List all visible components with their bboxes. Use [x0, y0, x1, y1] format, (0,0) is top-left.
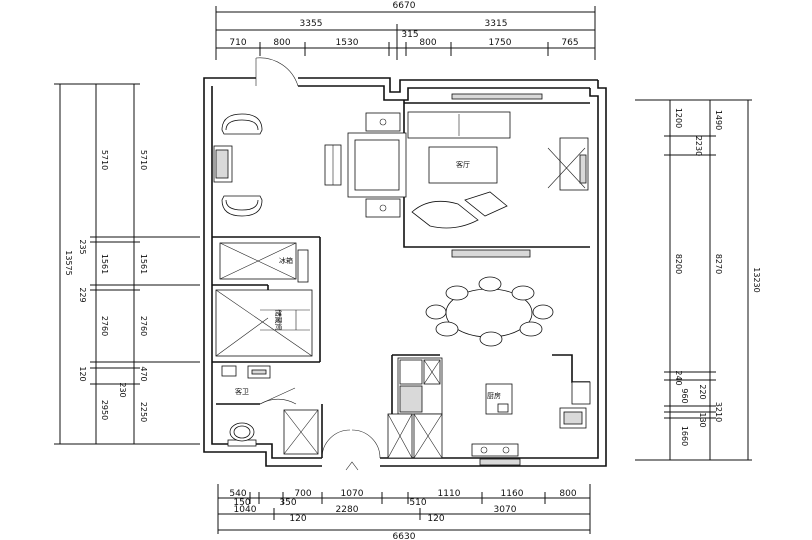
left-col2-dim: 2760 [139, 316, 148, 336]
top-seg-dim: 710 [229, 38, 246, 48]
entrance-door [255, 57, 299, 87]
left-col2-dim: 1561 [139, 254, 148, 274]
left-col2-dim: 5710 [139, 150, 148, 170]
room-label-fridge: 冰箱 [279, 256, 293, 265]
walls [203, 77, 607, 467]
living-room: 客厅 [324, 111, 589, 229]
right-col1-dim: 220 [698, 384, 707, 399]
bottom-small-dim: 120 [427, 514, 444, 524]
top-seg-dim: 1530 [336, 38, 359, 48]
room-label-kitchen: 厨房 [487, 391, 501, 400]
bottom-seg-dim: 1160 [501, 489, 524, 499]
fridge-area: 冰箱 [219, 242, 309, 283]
right-outer-dim: 13230 [752, 267, 761, 292]
left-room-furniture [213, 113, 263, 217]
front-double-door [321, 429, 381, 471]
bottom-seg-dim: 350 [279, 498, 296, 508]
room-label-bath: 客卫 [235, 387, 249, 396]
right-col1-dim: 960 [680, 388, 689, 403]
kitchen: 厨房 [387, 357, 591, 459]
top-seg-dim: 1750 [489, 38, 512, 48]
left-col1-dim: 5710 [100, 150, 109, 170]
bottom-dimensions: 540 150 350 700 1070 510 1110 1160 800 1… [217, 484, 591, 540]
right-col1-dim: 1660 [680, 426, 689, 446]
bottom-seg-dim: 1070 [341, 489, 364, 499]
left-col2-dim: 2250 [139, 402, 148, 422]
top-right-half-dim: 3315 [485, 19, 508, 29]
top-seg-dim: 315 [401, 30, 418, 40]
bottom-total-dim: 6630 [393, 532, 416, 540]
top-left-half-dim: 3355 [300, 19, 323, 29]
top-seg-dim: 765 [561, 38, 578, 48]
left-outer-dim: 13575 [64, 250, 73, 275]
left-col1-dim: 1561 [100, 254, 109, 274]
left-col1-dim: 2760 [100, 316, 109, 336]
left-col1-dim: 2950 [100, 400, 109, 420]
bottom-seg-dim: 800 [559, 489, 576, 499]
left-col2-dim: 470 [139, 366, 148, 381]
right-col1-dim: 130 [698, 412, 707, 427]
right-col1-dim: 240 [674, 370, 683, 385]
right-col2-dim: 3210 [714, 402, 723, 422]
left-dimensions: 13575 5710 235 1561 229 2760 120 230 295… [54, 83, 200, 445]
room-label-living: 客厅 [456, 160, 470, 169]
top-dimensions: 6670 3355 3315 710 800 1530 315 800 1750… [215, 1, 596, 60]
right-col1-dim: 8200 [674, 254, 683, 274]
bottom-small-dim: 120 [289, 514, 306, 524]
left-col1-dim: 229 [78, 287, 87, 302]
left-col1-dim: 230 [118, 382, 127, 397]
bottom-seg-dim: 700 [294, 489, 311, 499]
bottom-seg-dim: 540 [229, 489, 246, 499]
left-col1-dim: 120 [78, 366, 87, 381]
right-col2-dim: 8270 [714, 254, 723, 274]
right-col1-dim: 1200 [674, 108, 683, 128]
right-dimensions: 13230 1200 1490 2230 8200 240 960 220 13… [635, 99, 761, 461]
top-total-dim: 6670 [393, 1, 416, 11]
bottom-seg-dim: 1110 [438, 489, 461, 499]
left-col1-dim: 235 [78, 239, 87, 254]
right-col1-dim: 2230 [694, 136, 703, 156]
guest-bath: 客卫 [221, 365, 319, 455]
bottom-seg-dim: 510 [409, 498, 426, 508]
stairs: 储藏间 [215, 289, 313, 357]
bottom-mid-dim: 1040 [234, 505, 257, 515]
dining-room [425, 276, 554, 347]
room-label-storage: 储藏间 [274, 310, 283, 331]
bottom-mid-dim: 2280 [336, 505, 359, 515]
top-seg-dim: 800 [273, 38, 290, 48]
bottom-seg-dim: 150 [233, 498, 250, 508]
bottom-mid-dim: 3070 [494, 505, 517, 515]
top-seg-dim: 800 [419, 38, 436, 48]
right-col1-dim: 1490 [714, 110, 723, 130]
